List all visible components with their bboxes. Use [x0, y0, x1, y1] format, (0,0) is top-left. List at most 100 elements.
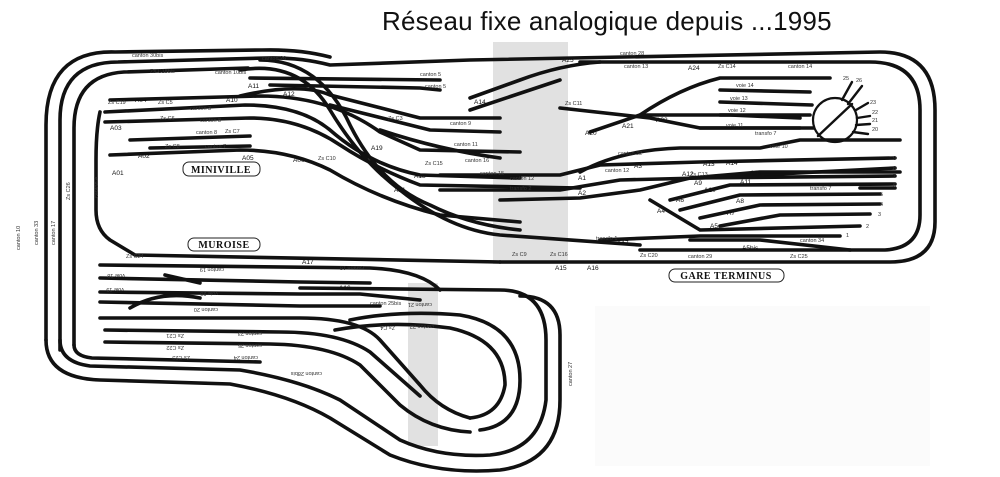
block-label: Zs C15: [425, 161, 443, 167]
yard-track-number: 8: [893, 166, 896, 172]
block-label: Zs C10: [318, 156, 336, 162]
switch-label: A24: [688, 65, 700, 72]
yard-track-number: 1: [846, 233, 849, 239]
block-label: canton 27: [568, 362, 574, 386]
block-label: Zs C14: [718, 64, 736, 70]
block-label: Zs C25: [790, 254, 808, 260]
block-label: Zs C13: [690, 172, 708, 178]
switch-label: A01: [112, 170, 124, 177]
outer-loop: [44, 48, 937, 352]
block-label: Zs C19: [108, 100, 126, 106]
diagram-title: Réseau fixe analogique depuis ...1995: [382, 6, 832, 36]
switch-label: A06: [293, 157, 305, 164]
switch-label: A6: [676, 197, 684, 204]
switch-label: A21: [622, 123, 634, 130]
block-label: canton 28bis: [291, 370, 322, 376]
block-label: canton 12: [510, 176, 534, 182]
block-label: canton 17: [51, 221, 57, 245]
block-label: canton 8: [196, 130, 217, 136]
block-label: Zs C4: [380, 324, 395, 330]
block-label: canton 32: [618, 151, 642, 157]
diagonal-tracks: [238, 58, 832, 247]
block-label: Zs C11: [565, 101, 582, 107]
turntable-track-number: 25: [843, 76, 849, 82]
switch-label: A9: [694, 180, 702, 187]
switch-label: A2: [578, 190, 586, 197]
station-gare-terminus: GARE TERMINUS: [668, 268, 785, 283]
switch-label: A19: [371, 145, 383, 152]
switch-label: A4: [657, 208, 665, 215]
block-label: Zs C22: [166, 344, 184, 350]
block-label: Zs C7: [225, 129, 240, 135]
block-label: Zs C8: [165, 144, 180, 150]
block-label: canton 12: [605, 168, 629, 174]
block-label: canton 9: [450, 121, 471, 127]
switch-label: A12: [283, 91, 295, 98]
block-label: canton 5: [420, 72, 441, 78]
block-label: canton 33: [34, 221, 40, 245]
block-label: canton 16: [465, 158, 489, 164]
block-label: canton 3: [190, 106, 211, 112]
block-label: canton 19: [200, 266, 224, 272]
turntable-numbers: 25 26 23 22 21 20: [843, 76, 878, 133]
switch-label: A5: [710, 223, 718, 230]
block-label: Zs C23: [172, 354, 190, 360]
turntable-track-number: 22: [872, 110, 878, 116]
block-label: canton 34: [800, 238, 824, 244]
terminus-yard: [438, 138, 902, 252]
turntable: [811, 80, 872, 144]
block-label: canton 8: [200, 118, 221, 124]
block-label: canton 10bis: [215, 70, 246, 76]
block-label: canton 13: [624, 64, 648, 70]
block-label: canton 15: [480, 171, 504, 177]
station-label-gare-terminus: GARE TERMINUS: [680, 271, 772, 282]
switch-label: A14: [726, 160, 738, 167]
switch-label: A17: [617, 240, 629, 247]
yard-track-number: 7: [893, 174, 896, 180]
switch-label: A11: [248, 83, 259, 90]
block-label: voie 13: [730, 96, 748, 102]
yard-track-number: 4: [880, 202, 883, 208]
switch-label: A3: [634, 163, 642, 170]
block-label: voie 12: [728, 108, 746, 114]
switch-label: A25: [562, 57, 574, 64]
block-label: canton 28: [620, 51, 644, 57]
switch-label: A10: [704, 187, 716, 194]
yard-track-number: 2: [866, 224, 869, 230]
switch-label: A17: [302, 259, 314, 266]
yard-numbers: 9 8 7 6 5 4 3 2 1: [846, 156, 896, 239]
block-label: canton 21: [408, 301, 432, 307]
block-label: voie 11: [726, 123, 743, 129]
block-label: canton 5: [425, 84, 446, 90]
muroise-labels: canton 18 canton 19 voie 18 voie 19 voie…: [106, 254, 574, 386]
switch-label: A16: [587, 265, 599, 272]
block-label: canton 20: [194, 306, 218, 312]
switch-label: A11: [740, 179, 751, 186]
block-label: Zs C3: [388, 116, 403, 122]
empty-panel: [595, 306, 930, 466]
turntable-track-number: 23: [870, 100, 876, 106]
yard-track-number: 3: [878, 212, 881, 218]
block-label: canton 24: [234, 354, 258, 360]
block-label: canton 11: [454, 142, 478, 148]
muroise-tracks: [44, 263, 562, 473]
turntable-track-number: 21: [872, 118, 878, 124]
switch-label: A20: [585, 130, 597, 137]
block-label: canton 10: [16, 226, 22, 250]
block-label: canton 25bis: [370, 301, 401, 307]
block-label: transfo 7: [810, 186, 831, 192]
switch-label: A04: [135, 97, 147, 104]
block-label: Zs C16: [550, 252, 568, 258]
station-miniville: MINIVILLE: [182, 161, 261, 177]
block-label: voie 10: [770, 144, 788, 150]
block-label: Zs C24: [126, 254, 144, 260]
block-label: transfo 2: [510, 186, 531, 192]
switch-label: A1: [578, 175, 586, 182]
block-label: voie 18: [107, 272, 125, 278]
switch-label: A8: [736, 198, 744, 205]
switch-label: A15: [750, 170, 762, 177]
turntable-track-number: 26: [856, 78, 862, 84]
block-label: canton 7: [205, 144, 226, 150]
switch-label: A10: [226, 97, 238, 104]
switch-labels: A10 A11 A12 A04 A03 A02 A01 A05 A06 A14 …: [110, 57, 762, 292]
